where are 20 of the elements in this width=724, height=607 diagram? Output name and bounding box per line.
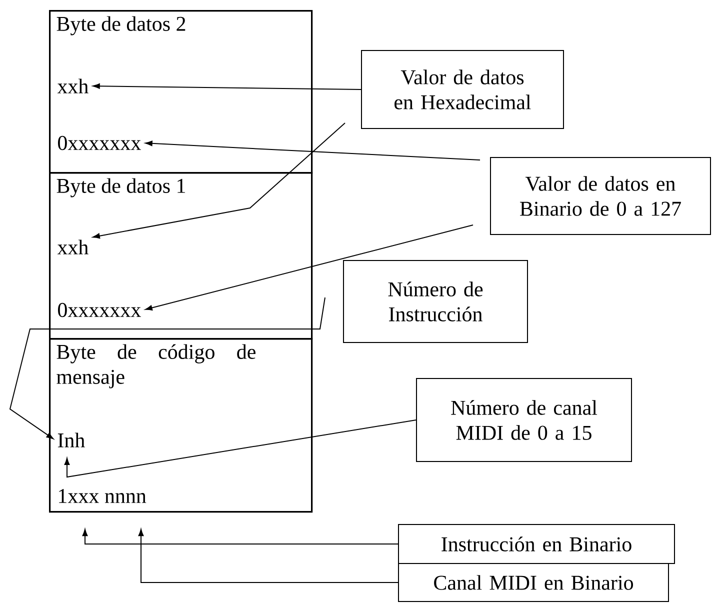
field-text: 0xxxxxxx xyxy=(58,302,141,318)
field-text: xxh xyxy=(57,240,88,254)
arrow xyxy=(138,528,398,583)
callout-box: Número de canal MIDI de 0 a 15 xyxy=(416,378,632,462)
field-text: 1xxx nnnn xyxy=(59,489,146,503)
arrow xyxy=(92,122,346,239)
field-text: 0xxxxxxx xyxy=(58,136,141,150)
arrow xyxy=(82,528,398,544)
field-text: Inh xyxy=(58,432,85,448)
field-text: xxh xyxy=(57,78,88,94)
arrow xyxy=(145,224,474,310)
arrow xyxy=(64,420,416,478)
callout-box: Número de Instrucción xyxy=(343,260,528,343)
callout-box: Valor de datos en Hexadecimal xyxy=(361,50,564,129)
arrow xyxy=(92,83,362,90)
callout-box: Instrucción en Binario xyxy=(398,524,675,564)
callout-box: Valor de datos en Binario de 0 a 127 xyxy=(490,157,711,235)
arrow xyxy=(9,297,326,440)
arrow xyxy=(145,140,480,160)
callout-box: Canal MIDI en Binario xyxy=(398,563,669,602)
